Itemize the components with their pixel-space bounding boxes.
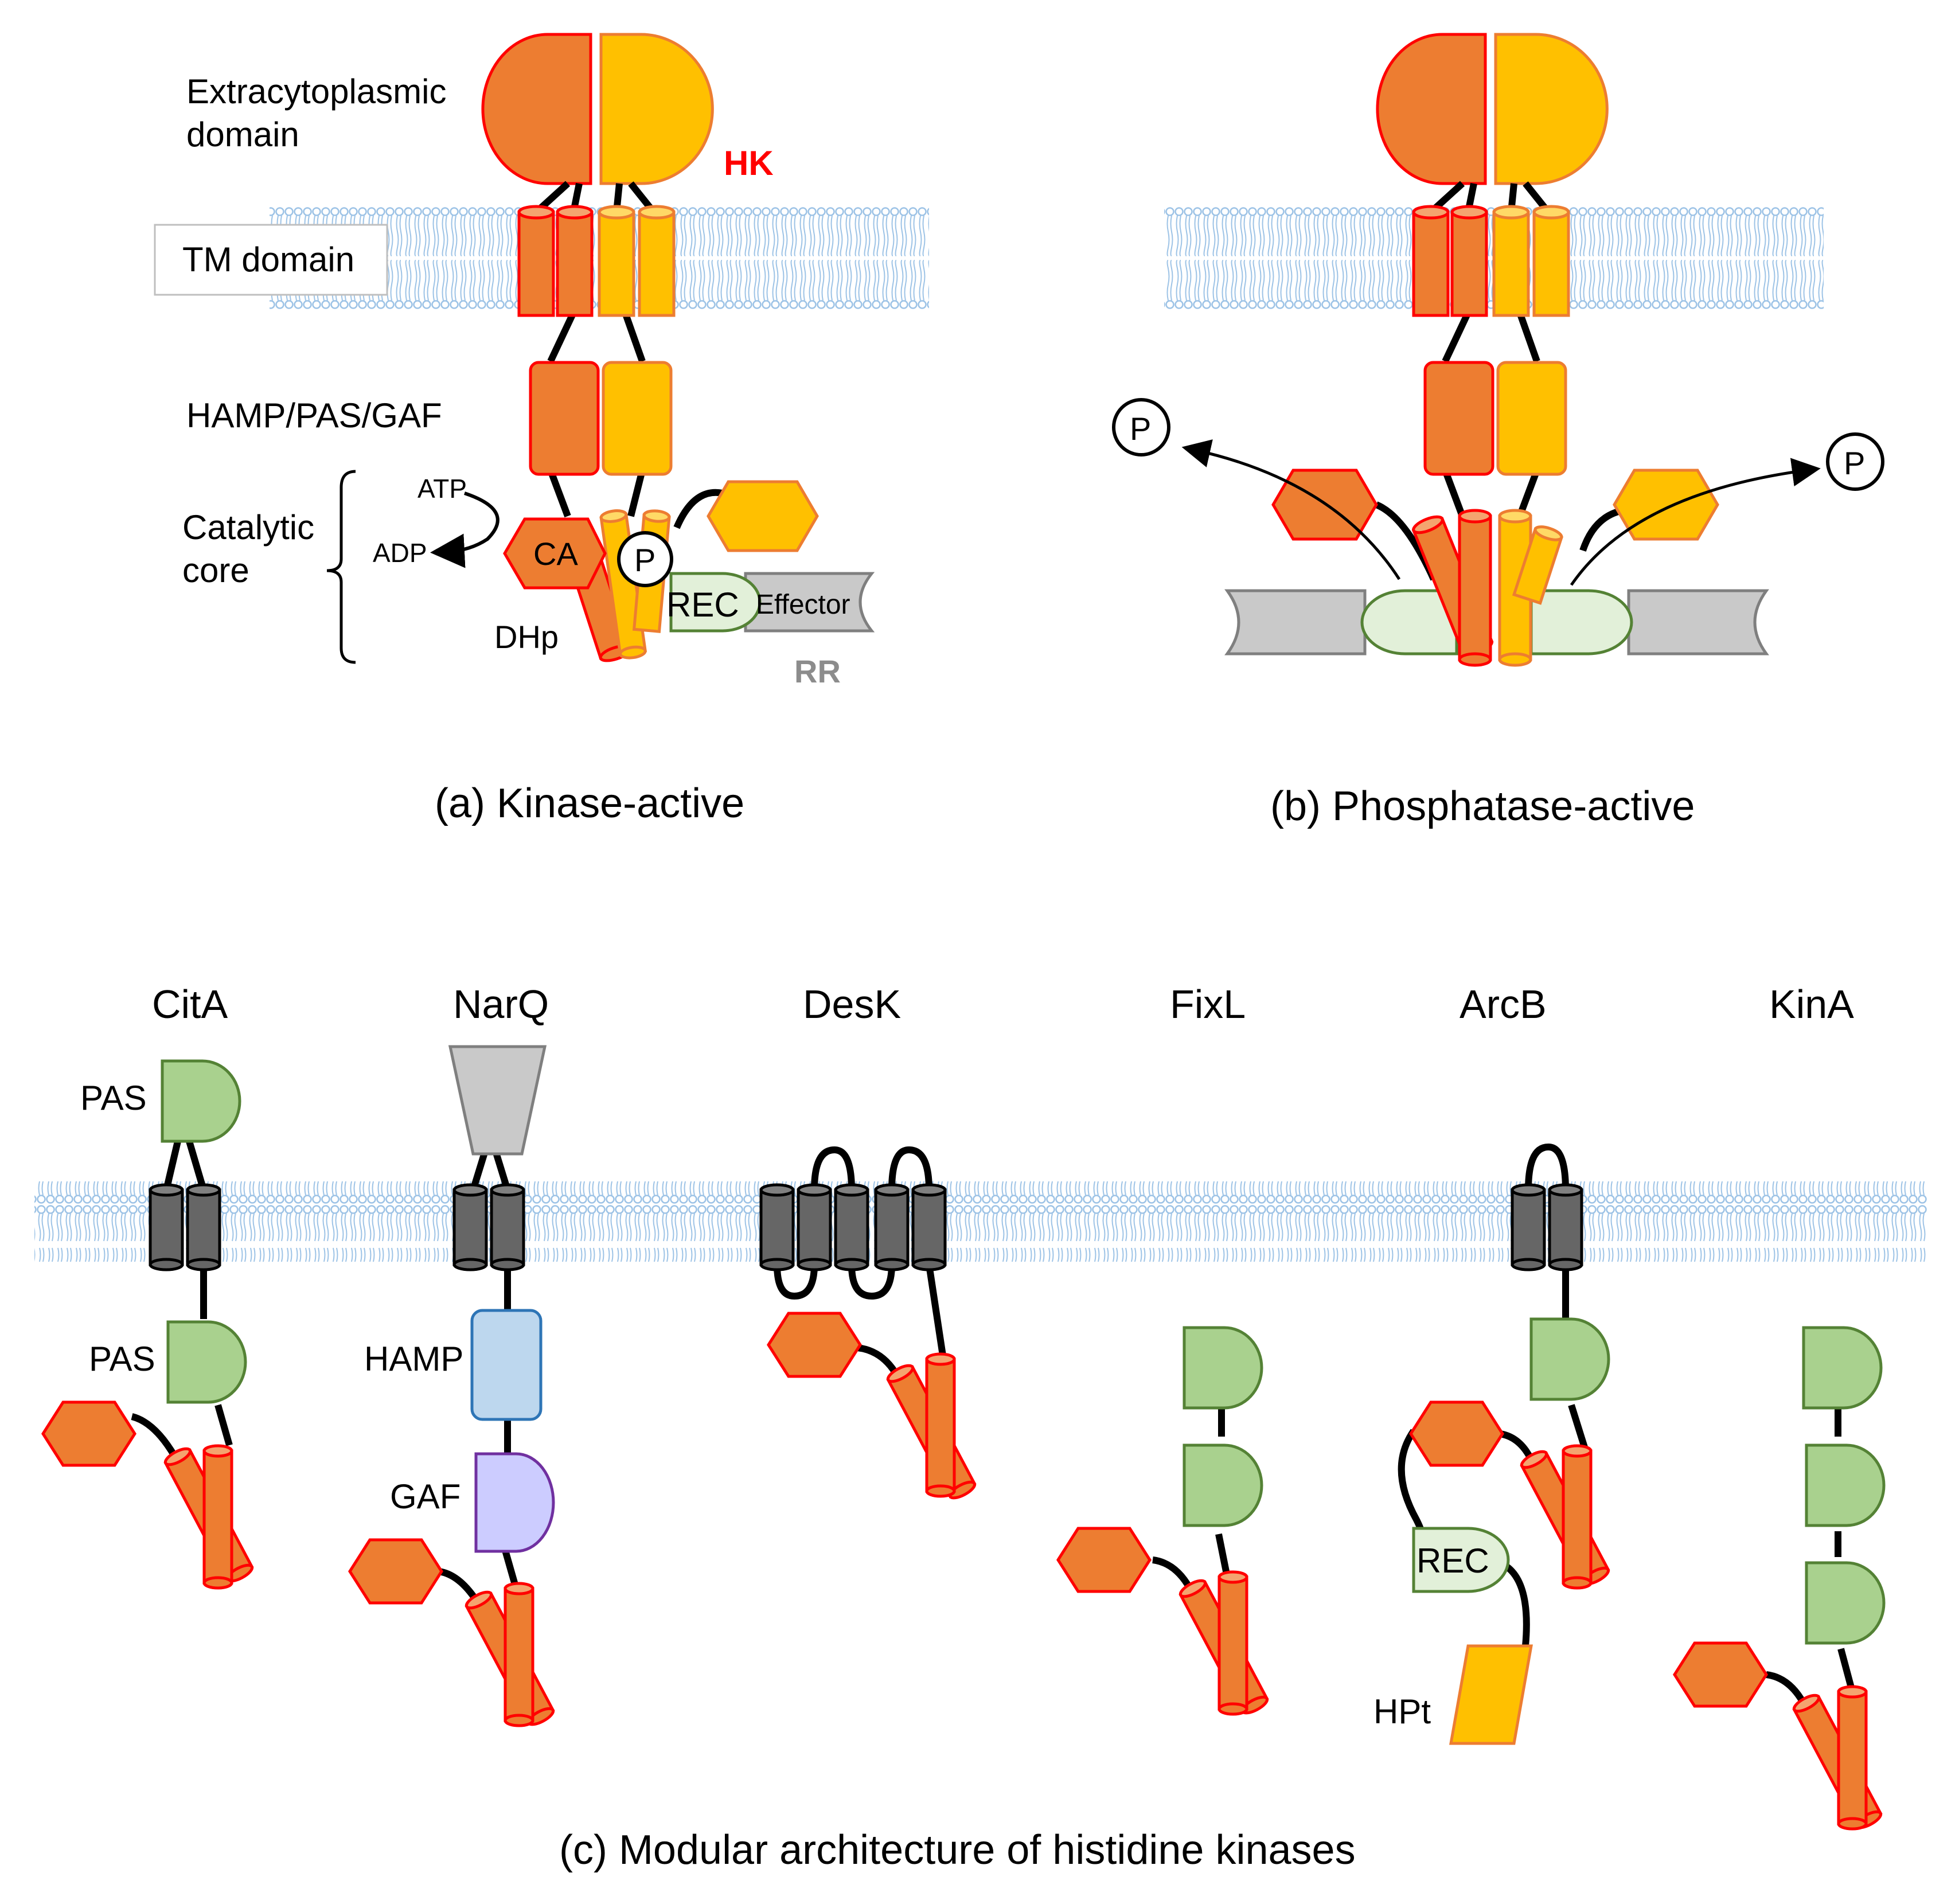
extracytoplasmic-right-b — [1494, 33, 1609, 185]
effector-shape — [744, 572, 875, 633]
phospho-circle-a — [617, 531, 673, 587]
catalytic-label-1: Catalytic — [182, 508, 314, 547]
hamp-domain — [470, 1309, 543, 1421]
extracytoplasmic-right — [599, 33, 714, 185]
cita-pas-label-1: PAS — [80, 1079, 147, 1117]
phospho-circle-b-right — [1826, 432, 1884, 491]
hpt-domain — [1449, 1644, 1533, 1745]
effector-label: Effector — [756, 590, 850, 620]
tm-domain-box — [154, 224, 388, 296]
ca-label: CA — [533, 536, 578, 572]
rec-shape — [669, 572, 762, 633]
caption-b: (b) Phosphatase-active — [1270, 783, 1695, 829]
cita-pas-label-2: PAS — [89, 1340, 155, 1378]
phospho-label-a: P — [634, 542, 655, 578]
phospho-label-b-left: P — [1130, 411, 1151, 447]
panel-a: TM domain — [154, 33, 929, 826]
kinase-name-fixl: FixL — [1170, 982, 1246, 1027]
ca-hexagon-right — [707, 480, 819, 552]
adp-label: ADP — [373, 538, 427, 568]
caption-c: (c) Modular architecture of histidine ki… — [559, 1827, 1356, 1873]
rec-right-b — [1529, 589, 1633, 656]
atp-label: ATP — [417, 474, 467, 504]
gaf-domain — [474, 1452, 555, 1553]
narq-hamp-label: HAMP — [364, 1340, 463, 1378]
panel-c: CitA NarQ DesK FixL ArcB KinA PAS PAS — [34, 982, 1927, 1873]
narq-gaf-label: GAF — [390, 1477, 461, 1516]
tm-helices-b — [1412, 205, 1570, 317]
hamp-box-left — [529, 361, 600, 476]
rec-left-b — [1360, 589, 1458, 656]
tm-domain-label: TM domain — [182, 240, 354, 279]
rec-label: REC — [666, 586, 739, 624]
rr-label: RR — [794, 653, 841, 689]
kinase-name-narq: NarQ — [453, 982, 549, 1027]
extracytoplasmic-left — [481, 33, 592, 185]
phospho-label-b-right: P — [1844, 445, 1865, 481]
phosphate-arrow-right — [1570, 458, 1821, 586]
phosphate-arrow-left — [1181, 439, 1401, 580]
hk-label: HK — [724, 144, 774, 182]
extracytoplasmic-left-b — [1376, 33, 1487, 185]
atp-adp-arrow — [430, 491, 499, 568]
kinase-cita: PAS PAS — [43, 1061, 254, 1588]
membrane-c — [34, 1181, 1927, 1262]
hamp-box-right-b — [1496, 361, 1567, 476]
kinase-fixl — [1058, 1328, 1269, 1716]
dhp-label: DHp — [494, 619, 559, 655]
effector-left-b — [1224, 589, 1367, 656]
kinase-name-kina: KinA — [1769, 982, 1854, 1027]
extracytoplasmic-label-2: domain — [186, 115, 299, 154]
hamp-box-right — [602, 361, 673, 476]
catalytic-label-2: core — [182, 551, 249, 590]
tm-helices-a — [517, 205, 676, 317]
panel-b: P P (b) Phosphatase-active — [1112, 33, 1884, 829]
hamp-pas-gaf-label: HAMP/PAS/GAF — [186, 396, 442, 435]
kinase-name-desk: DesK — [803, 982, 901, 1027]
kinase-kina — [1675, 1328, 1884, 1831]
dhp-b — [1411, 509, 1563, 667]
caption-a: (a) Kinase-active — [435, 781, 744, 826]
kinase-desk — [761, 1146, 977, 1501]
pas-domain-2 — [168, 1322, 245, 1402]
effector-right-b — [1627, 589, 1769, 656]
phospho-circle-b-left — [1112, 398, 1170, 457]
extracytoplasmic-label-1: Extracytoplasmic — [186, 72, 446, 111]
ca-hexagon — [503, 517, 607, 590]
kinase-narq: HAMP GAF — [350, 1045, 555, 1727]
hamp-box-left-b — [1423, 361, 1494, 476]
arcb-rec-label: REC — [1416, 1542, 1489, 1580]
kinase-name-cita: CitA — [152, 982, 228, 1027]
kinase-name-arcb: ArcB — [1460, 982, 1547, 1027]
kinase-arcb: REC HPt — [1373, 1143, 1610, 1745]
pas-domain-1 — [162, 1061, 240, 1141]
arcb-rec-domain — [1412, 1527, 1510, 1593]
arcb-hpt-label: HPt — [1373, 1692, 1431, 1731]
narq-sensor-domain — [448, 1045, 547, 1156]
catalytic-brace — [326, 470, 356, 664]
